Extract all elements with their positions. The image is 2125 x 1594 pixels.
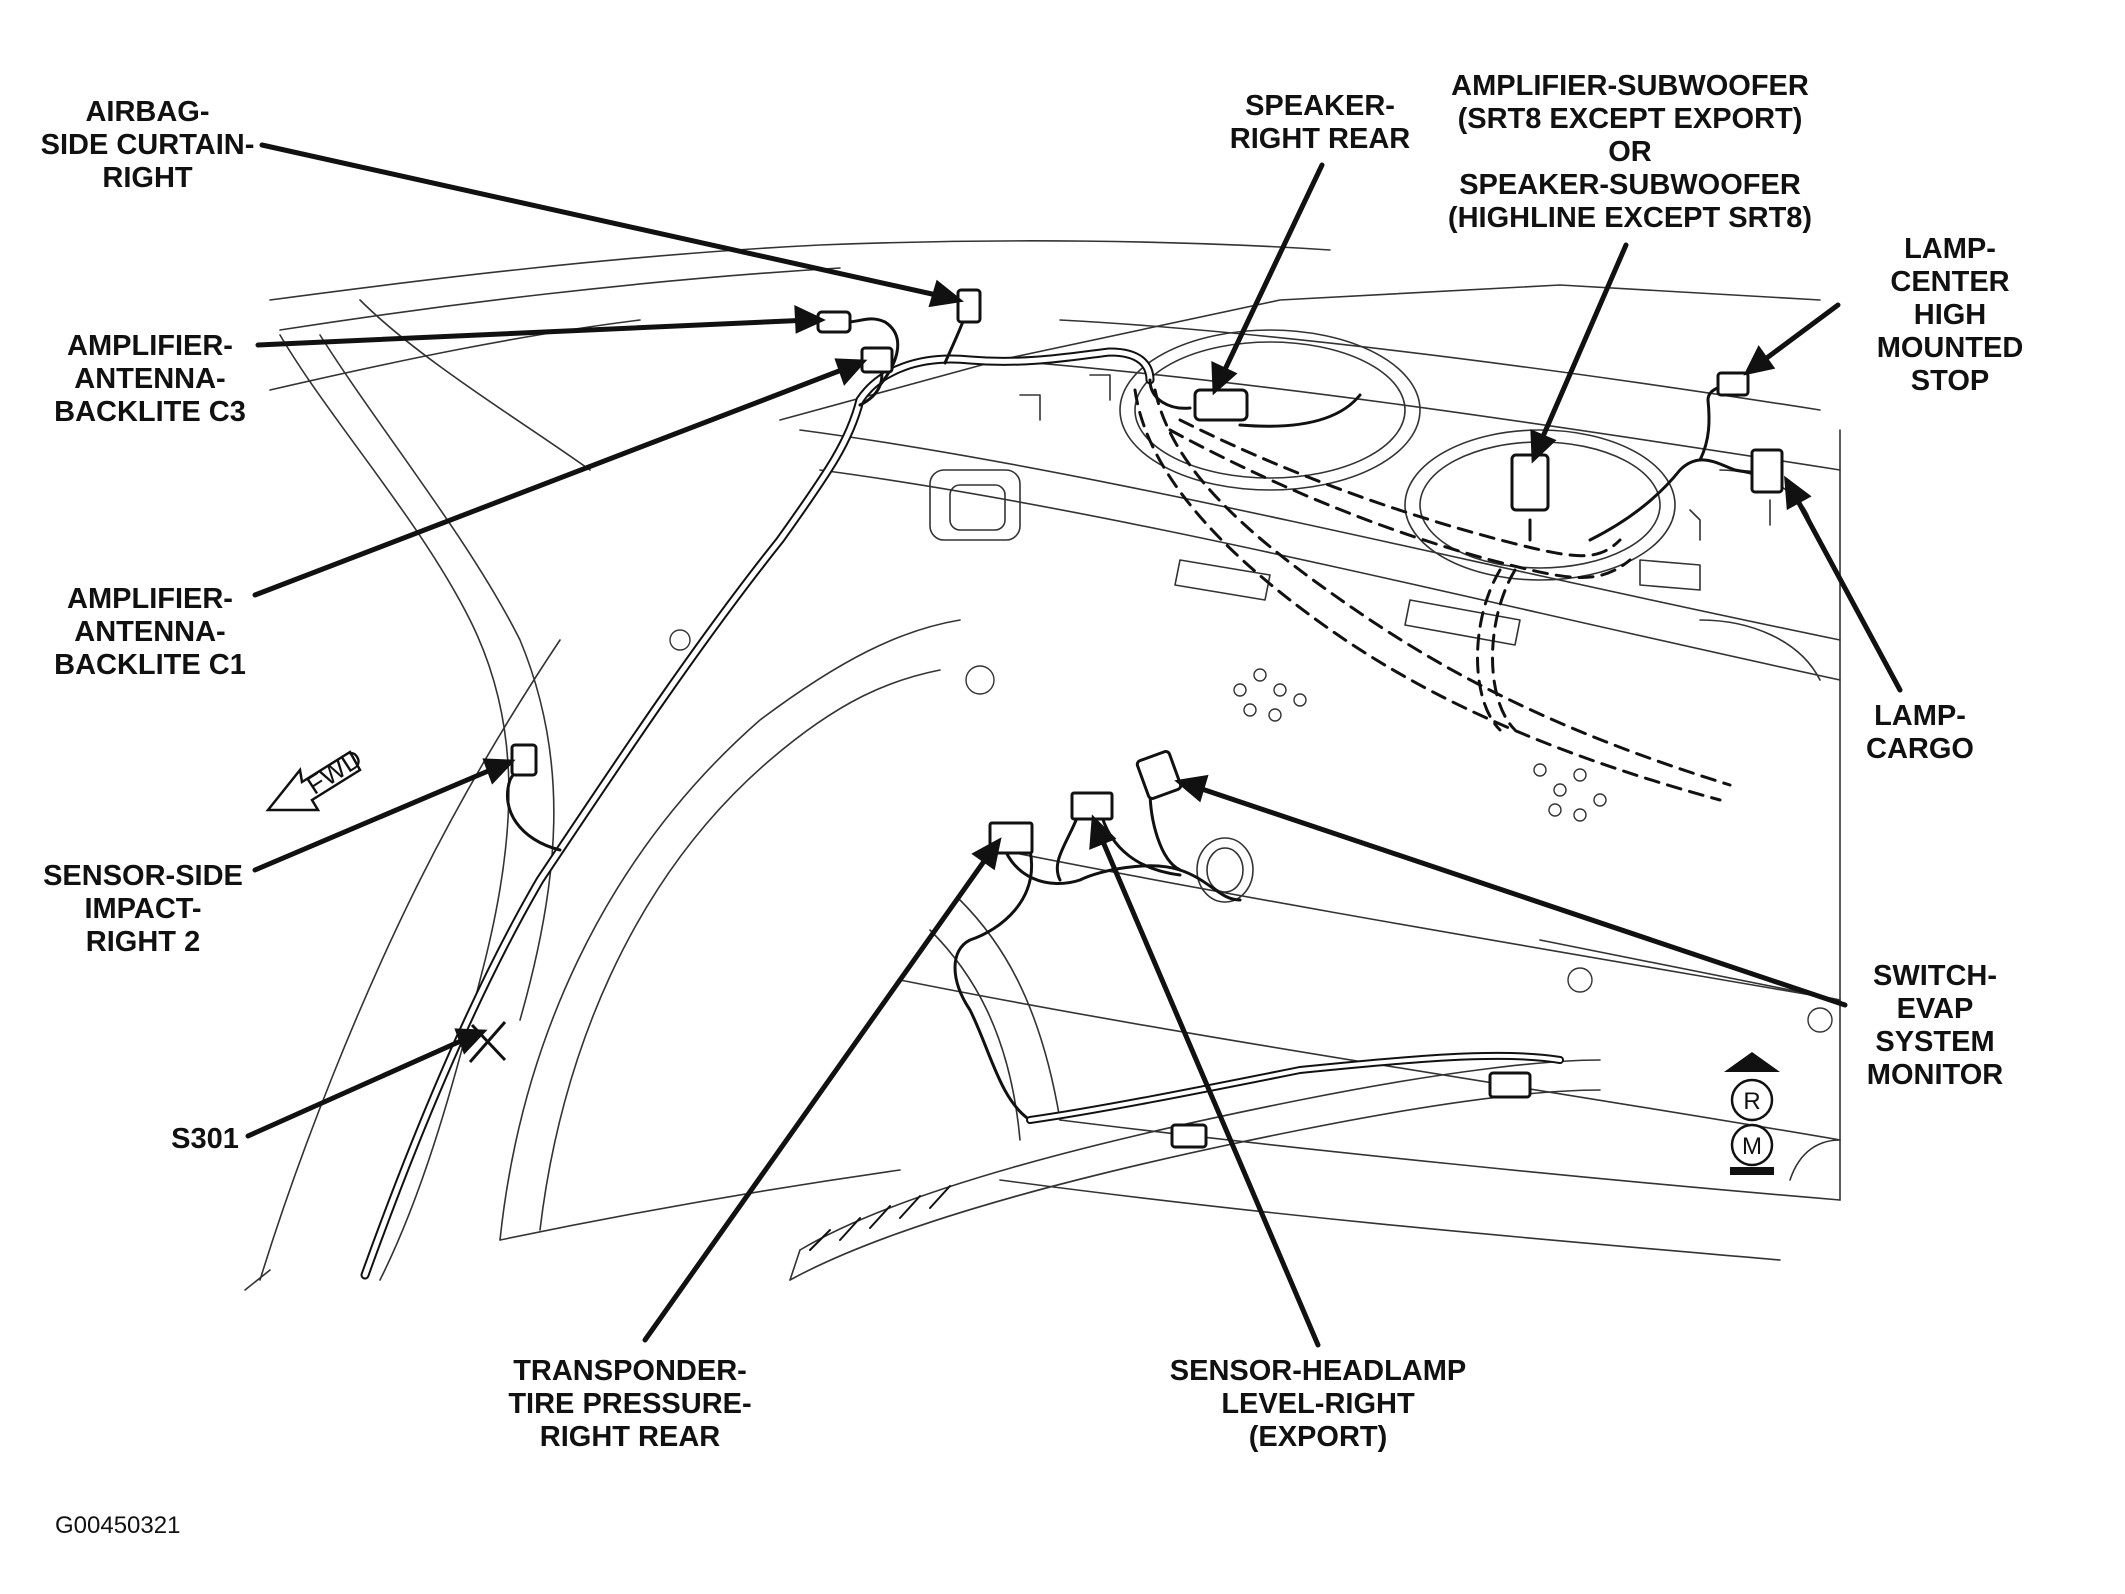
label-sensor-side-impact-right-2: SENSOR-SIDE IMPACT- RIGHT 2 — [43, 860, 243, 958]
amp-c3-connector — [816, 310, 852, 334]
cargo-lamp-connector — [1750, 448, 1784, 494]
leader-lines — [245, 142, 1903, 1348]
label-airbag-side-curtain-right: AIRBAG- SIDE CURTAIN- RIGHT — [40, 96, 255, 194]
label-amplifier-antenna-backlite-c3: AMPLIFIER- ANTENNA- BACKLITE C3 — [54, 330, 246, 428]
figure-id: G00450321 — [55, 1512, 181, 1539]
label-sensor-headlamp-level-right: SENSOR-HEADLAMP LEVEL-RIGHT (EXPORT) — [1169, 1355, 1467, 1453]
speaker-connector — [1193, 388, 1249, 422]
transponder-connector — [988, 821, 1034, 855]
label-lamp-cargo: LAMP- CARGO — [1866, 700, 1974, 765]
chmsl-connector — [1716, 371, 1750, 397]
airbag-connector — [956, 288, 982, 324]
label-amplifier-antenna-backlite-c1: AMPLIFIER- ANTENNA- BACKLITE C1 — [54, 583, 246, 681]
fwd-label: FWD — [301, 743, 367, 800]
label-s301: S301 — [171, 1123, 239, 1155]
car-body-outline — [244, 240, 1841, 1291]
rm-badge-icon: R M — [1724, 1052, 1780, 1175]
label-transponder-tire-pressure-right-rear: TRANSPONDER- TIRE PRESSURE- RIGHT REAR — [508, 1355, 752, 1453]
evap-connector — [1135, 750, 1183, 800]
rm-badge-r: R — [1743, 1088, 1760, 1115]
subwoofer-connector — [1510, 453, 1550, 512]
label-speaker-right-rear: SPEAKER- RIGHT REAR — [1229, 90, 1411, 155]
fwd-arrow-icon: FWD — [265, 743, 367, 812]
side-impact-connector — [510, 743, 538, 777]
label-lamp-center-high-mounted-stop: LAMP- CENTER HIGH MOUNTED STOP — [1876, 233, 2024, 397]
label-amplifier-subwoofer: AMPLIFIER-SUBWOOFER (SRT8 EXCEPT EXPORT)… — [1447, 70, 1813, 234]
wiring-harness — [360, 298, 1782, 1280]
label-switch-evap-system-monitor: SWITCH- EVAP SYSTEM MONITOR — [1866, 960, 2004, 1091]
rm-badge-m: M — [1742, 1133, 1762, 1160]
connectors — [468, 288, 1784, 1149]
